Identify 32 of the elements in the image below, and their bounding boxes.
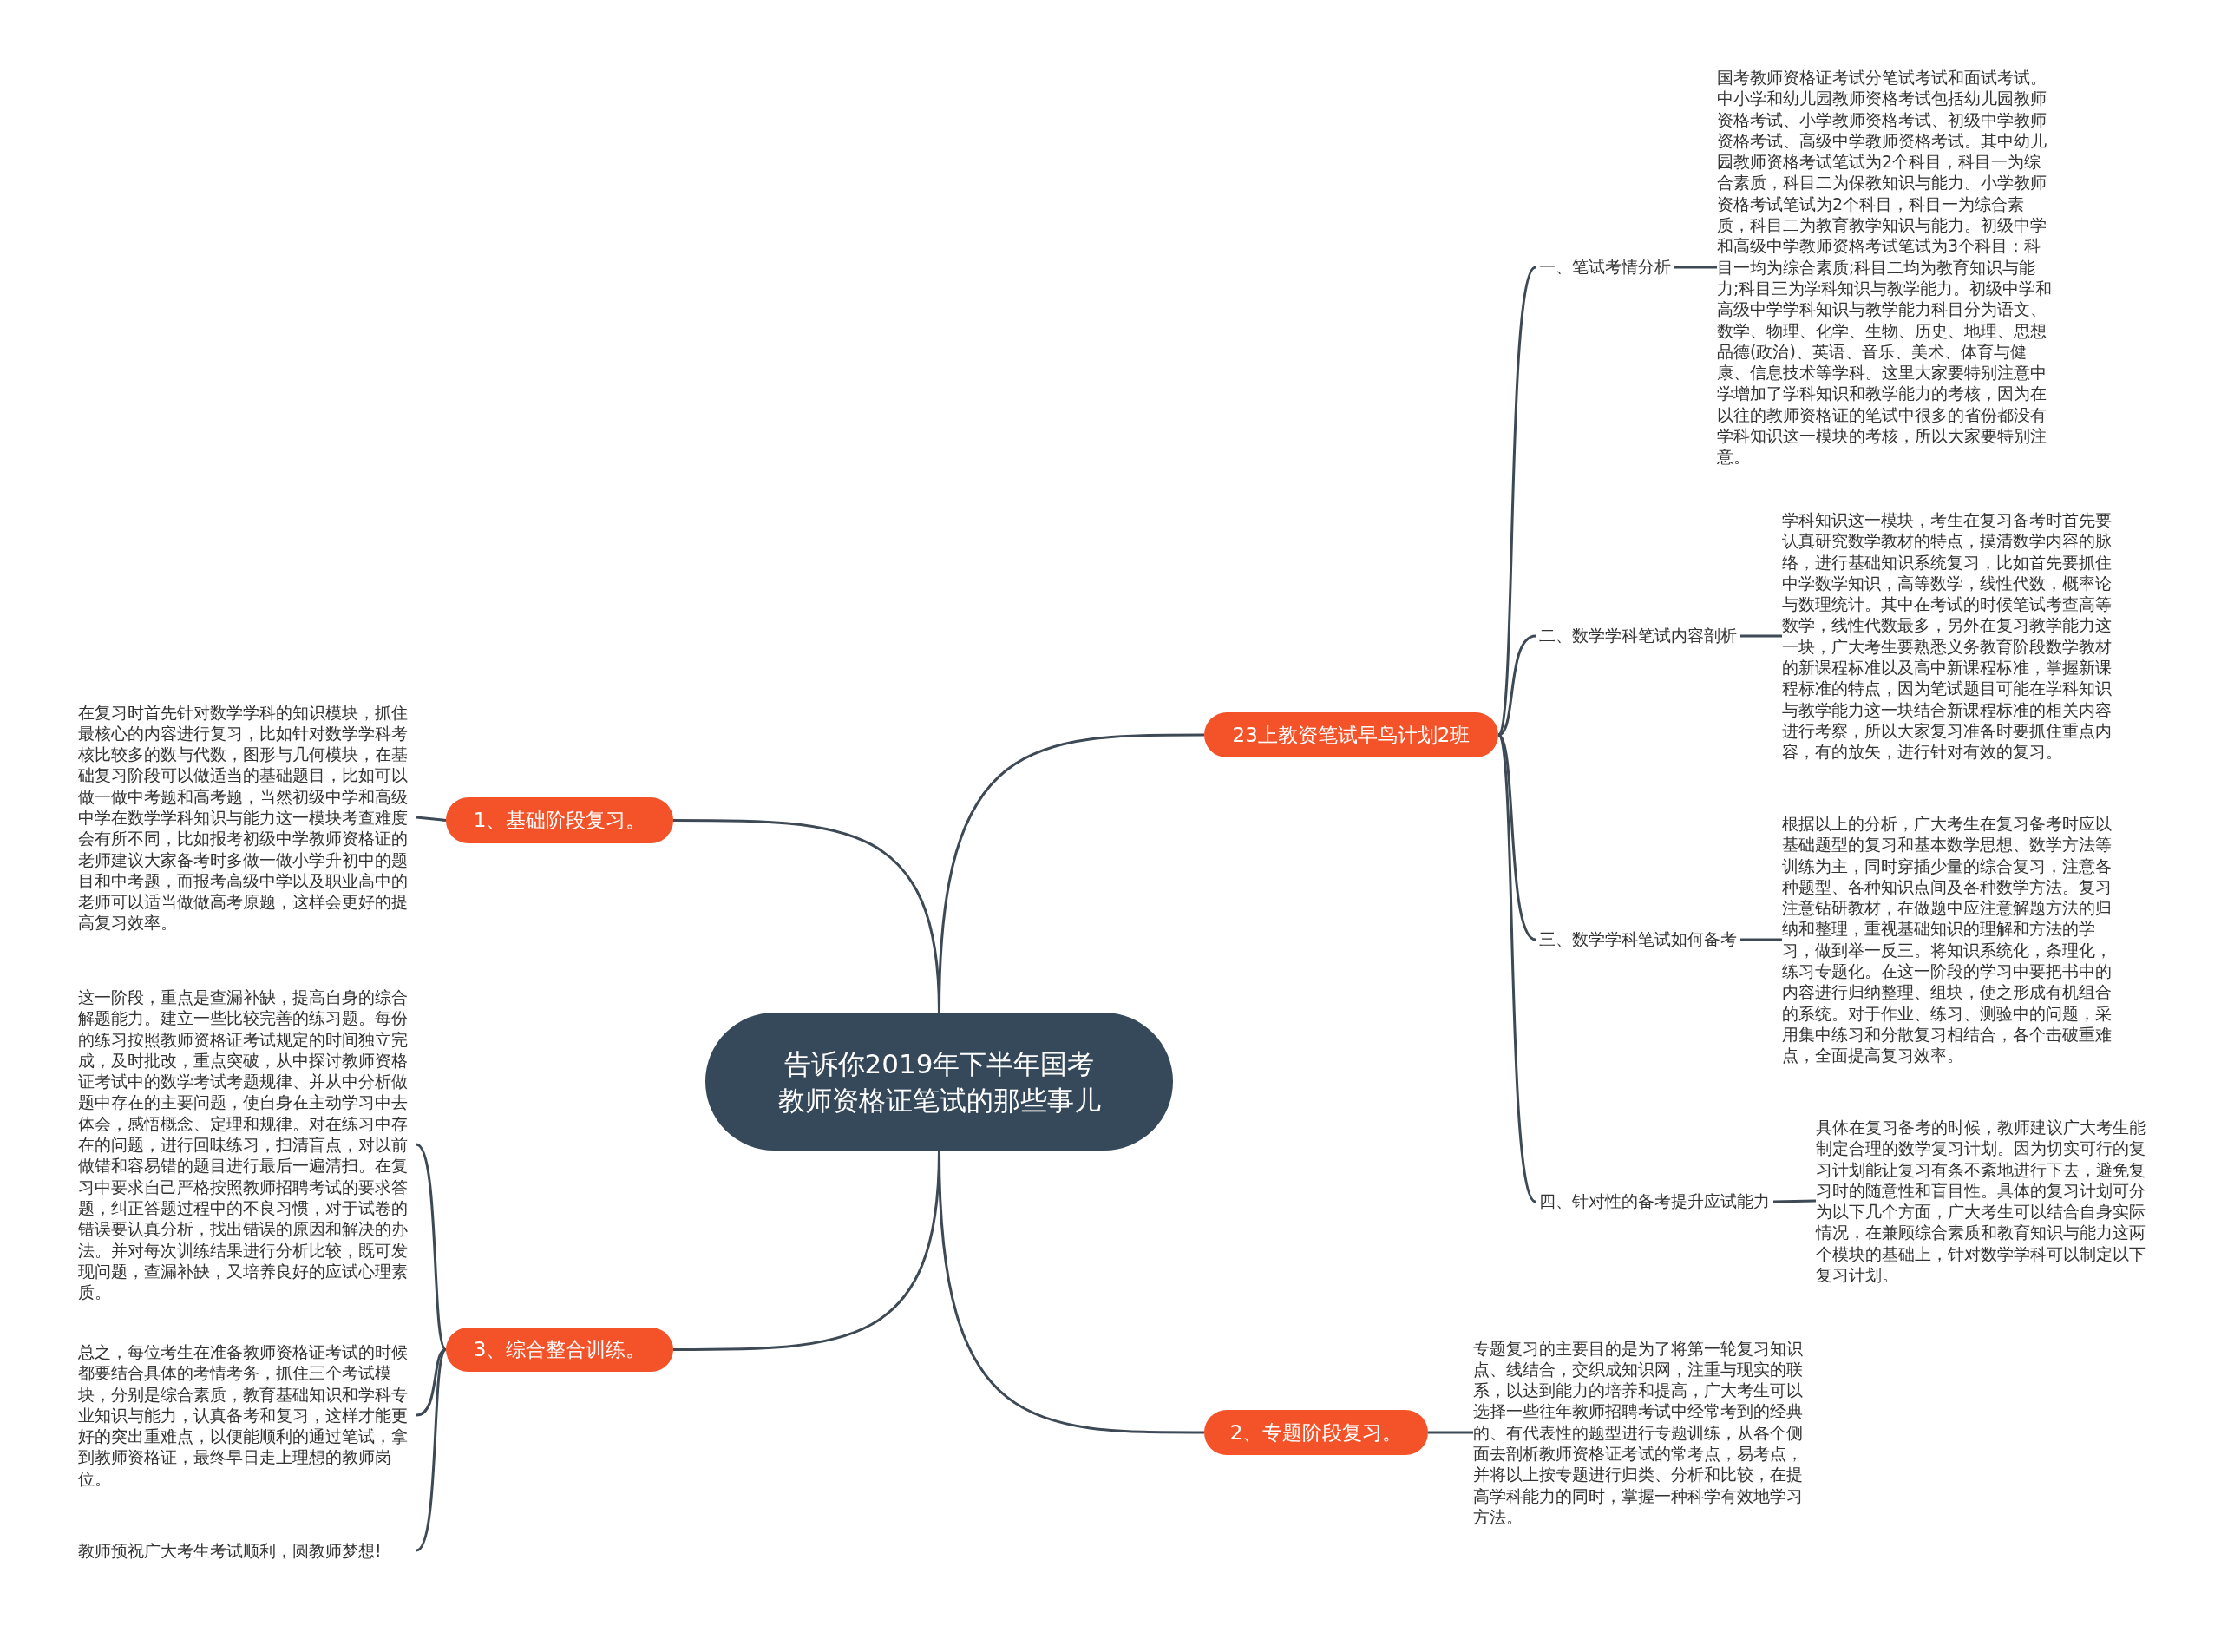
text-paragraph: 国考教师资格证考试分笔试考试和面试考试。中小学和幼儿园教师资格考试包括幼儿园教师资格考试、小学教师资格考试、初级中学教师资格考试、高级中学教师资格考试。其中幼儿园教师资格考试笔试为2个科目，科目一为综合素质，科目二为保教知识与能力。小学教师资格考试笔试为2个科目，科目一为综合素质，科目二为教育教学知识与能力。初级中学和高级中学教师资格考试笔试为3个科目：科目一均为综合素质;科目二均为教育知识与能力;科目三为学科知识与教学能力。初级中学和高级中学学科知识与教学能力科目分为语文、数学、物理、化学、生物、历史、地理、思想品德(政治)、英语、音乐、美术、体育与健康、信息技术等学科。这里大家要特别注意中学增加了学科知识和教学能力的考核，因为在以往的教师资格证的笔试中很多的省份都没有学科知识这一模块的考核，所以大家要特别注意。 xyxy=(1717,67,2055,468)
connector-line xyxy=(1428,1431,1473,1434)
connector-line xyxy=(1497,634,1536,737)
text-paragraph: 学科知识这一模块，考生在复习备考时首先要认真研究数学教材的特点，摸清数学内容的脉络，进行基础知识系统复习，比如首先要抓住中学数学知识，高等数学，线性代数，概率论与数理统计。其中在考试的时候笔试考查高等数学，线性代数最多，另外在复习教学能力这一块，广大考生要熟悉义务教育阶段数学教材的新课程标准以及高中新课程标准，掌握新课程标准的特点，因为笔试题目可能在学科知识与教学能力这一块结合新课程标准的相关内容进行考察，所以大家复习准备时要抓住重点内容，有的放矢，进行针对有效的复习。 xyxy=(1782,509,2120,763)
topic-label: 三、数学学科笔试如何备考 xyxy=(1536,924,1740,955)
connector-line xyxy=(1740,634,1782,638)
topic-label: 四、针对性的备考提升应试能力 xyxy=(1536,1186,1773,1217)
connector-line xyxy=(673,819,940,1013)
connector-line xyxy=(1497,734,1537,1203)
topic-box: 2、专题阶段复习。 xyxy=(1204,1410,1428,1455)
text-paragraph: 专题复习的主要目的是为了将第一轮复习知识点、线结合，交织成知识网，注重与现实的联系，以达到能力的培养和提高，广大考生可以选择一些往年教师招聘考试中经常考到的经典的、有代表性的题型进行专题训练，从各个侧面去剖析教师资格证考试的常考点，易考点，并将以上按专题进行归类、分析和比较，在提高学科能力的同时，掌握一种科学有效地学习方法。 xyxy=(1473,1337,1808,1528)
connector-line xyxy=(1497,266,1537,736)
connector-line xyxy=(416,816,447,822)
connector-line xyxy=(673,1150,940,1351)
connector-line xyxy=(416,1348,448,1552)
topic-box: 1、基础阶段复习。 xyxy=(446,797,673,843)
text-paragraph: 具体在复习备考的时候，教师建议广大考生能制定合理的数学复习计划。因为切实可行的复习计划能让复习有条不紊地进行下去，避免复习时的随意性和盲目性。具体的复习计划可分为以下几个方面，广大考生可以结合自身实际情况，在兼顾综合素质和教育知识与能力这两个模块的基础上，针对数学学科可以制定以下复习计划。 xyxy=(1816,1117,2154,1286)
connector-line xyxy=(416,1143,448,1351)
connector-line xyxy=(1674,266,1717,269)
connector-line xyxy=(1740,938,1782,941)
text-paragraph: 在复习时首先针对数学学科的知识模块，抓住最核心的内容进行复习，比如针对数学学科考核比较多的数与代数，图形与几何模块，在基础复习阶段可以做适当的基础题目，比如可以做一做中考题和高考题，当然初级中学和高级中学在数学学科知识与能力这一模块考查难度会有所不同，比如报考初级中学教师资格证的老师建议大家备考时多做一做小学升初中的题目和中考题，而报考高级中学以及职业高中的老师可以适当做做高考原题，这样会更好的提高复习效率。 xyxy=(78,701,416,934)
text-paragraph: 根据以上的分析，广大考生在复习备考时应以基础题型的复习和基本数学思想、数学方法等训练为主，同时穿插少量的综合复习，注意各种题型、各种知识点间及各种数学方法。复习注意钻研教材，在做题中应注意解题方法的归纳和整理，重视基础知识的理解和方法的学习，做到举一反三。将知识系统化，条理化，练习专题化。在这一阶段的学习中要把书中的内容进行归纳整理、组块，使之形成有机组合的系统。对于作业、练习、测验中的问题，采用集中练习和分散复习相结合，各个击破重难点，全面提高复习效率。 xyxy=(1782,813,2120,1066)
text-paragraph: 这一阶段，重点是查漏补缺，提高自身的综合解题能力。建立一些比较完善的练习题。每份的练习按照教师资格证考试规定的时间独立完成，及时批改，重点突破，从中探讨教师资格证考试中的数学考试考题规律、并从中分析做题中存在的主要问题，使自身在主动学习中去体会，感悟概念、定理和规律。对在练习中存在的问题，进行回味练习，扫清盲点，对以前做错和容易错的题目进行最后一遍清扫。在复习中要求自己严格按照教师招聘考试的要求答题，纠正答题过程中的不良习惯，对于试卷的错误要认真分析，找出错误的原因和解决的办法。并对每次训练结果进行分析比较，既可发现问题，查漏补缺，又培养良好的应试心理素质。 xyxy=(78,987,416,1303)
topic-box: 23上教资笔试早鸟计划2班 xyxy=(1204,712,1498,757)
connector-line xyxy=(416,1348,447,1417)
central-topic: 告诉你2019年下半年国考教师资格证笔试的那些事儿 xyxy=(705,1013,1173,1150)
connector-line xyxy=(1772,1199,1817,1203)
topic-box: 3、综合整合训练。 xyxy=(446,1328,673,1372)
text-paragraph: 教师预祝广大考生考试顺利，圆教师梦想! xyxy=(78,1540,416,1562)
topic-label: 二、数学学科笔试内容剖析 xyxy=(1536,620,1740,652)
text-paragraph: 总之，每位考生在准备教师资格证考试的时候都要结合具体的考情考务，抓住三个考试模块，分别是综合素质，教育基础知识和学科专业知识与能力，认真备考和复习，这样才能更好的突出重难点，以便能顺利的通过笔试，拿到教师资格证，最终早日走上理想的教师岗位。 xyxy=(78,1341,416,1490)
topic-label: 一、笔试考情分析 xyxy=(1536,252,1674,283)
